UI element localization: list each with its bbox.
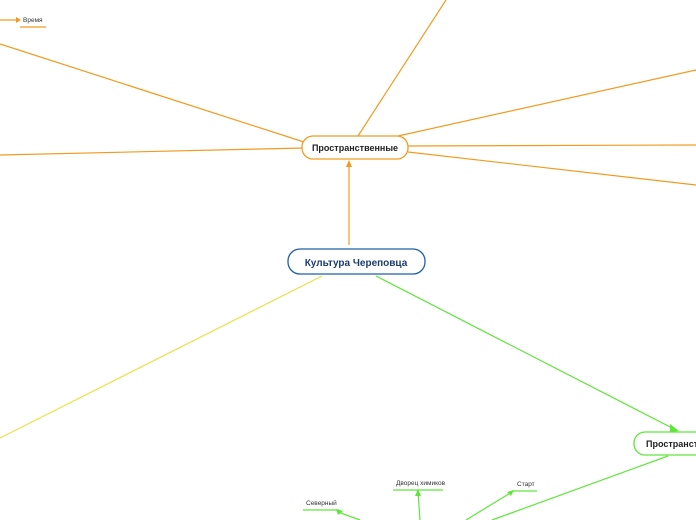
- branch-line-center-to-green: [375, 275, 677, 431]
- leaf-start[interactable]: Старт: [517, 481, 535, 488]
- central-node-label: Культура Череповца: [305, 258, 408, 269]
- main-topic-label: Пространственные: [312, 143, 398, 153]
- arrow-head-north: [336, 509, 343, 515]
- main-topic-node[interactable]: Пространственные: [301, 135, 409, 160]
- branch-line-right: [407, 144, 696, 147]
- branch-line-green-down: [491, 455, 669, 520]
- leaf-north[interactable]: Северный: [306, 499, 337, 507]
- green-branch-lines: [303, 275, 677, 520]
- green-topic-node[interactable]: Пространственные: [633, 431, 696, 456]
- green-topic-label: Пространственные: [646, 439, 696, 449]
- branch-line-upper-left: [0, 43, 305, 143]
- arrow-head-palace: [415, 489, 421, 496]
- branch-line-left: [0, 147, 305, 156]
- arrow-head-time: [16, 17, 21, 23]
- branch-line-to-start: [465, 491, 513, 520]
- arrow-head-topic: [346, 160, 352, 167]
- branch-line-lower-right: [407, 151, 696, 186]
- leaf-palace[interactable]: Дворец химиков: [396, 480, 446, 487]
- orange-branch-lines: [0, 0, 696, 245]
- branch-line-yellow: [0, 275, 323, 439]
- branch-line-upper-right: [397, 69, 696, 137]
- arrow-head-start: [507, 490, 514, 496]
- branch-line-to-north: [337, 511, 361, 520]
- branch-line-to-palace: [417, 491, 421, 520]
- leaf-time[interactable]: Время: [23, 17, 43, 24]
- arrow-head-green-topic: [670, 424, 679, 432]
- central-node[interactable]: Культура Череповца: [287, 248, 426, 275]
- branch-line-up: [357, 0, 447, 137]
